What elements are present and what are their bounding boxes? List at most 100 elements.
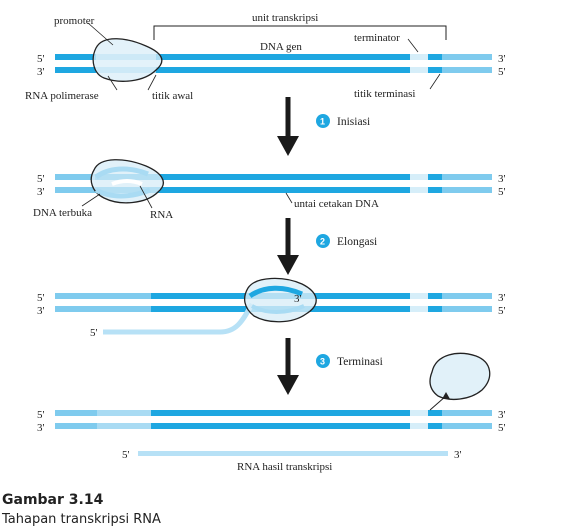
template-strand-label: untai cetakan DNA [294, 198, 379, 210]
step-badge [316, 114, 330, 128]
strand-end-label: 3' [498, 292, 506, 304]
strand-end-label: 5' [498, 186, 506, 198]
terminator-region [410, 423, 428, 429]
strand-end-label: 5' [498, 422, 506, 434]
terminator-region [410, 293, 428, 299]
strand-end-label: 3' [37, 305, 45, 317]
terminator-region [410, 410, 428, 416]
nascent-rna [111, 179, 143, 186]
open-dna-label: DNA terbuka [33, 207, 92, 219]
strand-end-label: 3' [37, 422, 45, 434]
dna-strand-bottom [55, 187, 492, 193]
panel-3: 5' 3' 3' 5' 3' 5' [37, 277, 506, 339]
strand-end-label: 5' [37, 409, 45, 421]
strand-end-label: 3' [498, 53, 506, 65]
rna-pointer [139, 185, 153, 209]
post-terminator-region [442, 306, 492, 312]
polymerase-pointer [107, 75, 118, 91]
process-arrow-head [277, 136, 299, 156]
rna-product-label: RNA hasil transkripsi [237, 461, 332, 473]
post-terminator-region [442, 67, 492, 73]
termination-point-pointer [429, 73, 441, 90]
rna-transcript [138, 451, 448, 456]
terminator-pointer [407, 38, 419, 53]
rna-polymerase [92, 38, 163, 82]
strand-end-label: 3' [37, 186, 45, 198]
open-dna-pointer [81, 193, 101, 207]
promoter-region [55, 306, 151, 312]
transcription-unit-label: unit transkripsi [252, 12, 318, 24]
dna-strand-top [55, 410, 492, 416]
promoter-label: promoter [54, 15, 95, 27]
terminator-region [410, 67, 428, 73]
rna-label: RNA [150, 209, 173, 221]
process-arrow-head [277, 375, 299, 395]
strand-end-label: 3' [37, 66, 45, 78]
step-label: Terminasi [337, 356, 383, 368]
rna-end-label: 5' [90, 327, 98, 339]
start-point-pointer [147, 74, 157, 91]
post-terminator-region [442, 187, 492, 193]
step-2: 2 Elongasi [277, 218, 377, 275]
rna-polymerase [243, 277, 317, 323]
released-rna-polymerase [429, 352, 491, 401]
strand-end-label: 5' [498, 305, 506, 317]
step-label: Elongasi [337, 236, 377, 248]
terminator-region [410, 174, 428, 180]
strand-end-label: 3' [498, 409, 506, 421]
start-point-label: titik awal [152, 90, 193, 102]
post-terminator-region [442, 293, 492, 299]
post-terminator-region [442, 54, 492, 60]
promoter-pointer [87, 22, 114, 46]
step-number: 1 [320, 117, 325, 127]
dna-strand-top [55, 174, 492, 180]
step-badge [316, 234, 330, 248]
step-1: 1 Inisiasi [277, 97, 370, 156]
promoter-region [55, 423, 97, 429]
promoter-region [55, 187, 95, 193]
open-dna-bubble [251, 304, 305, 314]
post-terminator-region [442, 410, 492, 416]
strand-end-label: 5' [37, 53, 45, 65]
step-badge [316, 354, 330, 368]
release-arrow-head [442, 392, 450, 399]
open-dna-bubble [248, 285, 304, 299]
terminator-region [410, 187, 428, 193]
termination-point-label: titik terminasi [354, 88, 415, 100]
step-number: 3 [320, 357, 325, 367]
rna-polymerase-label: RNA polimerase [25, 90, 99, 102]
caption-subtitle: Tahapan transkripsi RNA [1, 512, 161, 527]
promoter-region [55, 293, 151, 299]
dna-strand-top [55, 54, 492, 60]
rna-end-label: 3' [294, 293, 302, 305]
terminator-region [410, 306, 428, 312]
transcription-unit-bracket [153, 25, 447, 40]
dna-strand-bottom [55, 67, 492, 73]
strand-end-label: 5' [37, 173, 45, 185]
rna-end-label: 5' [122, 449, 130, 461]
panel-2: 5' 3' 3' 5' DNA terbuka RNA untai cetaka… [33, 159, 506, 221]
rna-end-label: 3' [454, 449, 462, 461]
step-label: Inisiasi [337, 116, 370, 128]
gene-region [97, 423, 151, 429]
promoter-region [55, 174, 95, 180]
open-dna-bubble [94, 166, 149, 180]
gene-dna-label: DNA gen [260, 41, 302, 53]
step-3: 3 Terminasi [277, 338, 383, 395]
post-terminator-region [442, 174, 492, 180]
dna-strand-bottom [55, 423, 492, 429]
strand-end-label: 3' [498, 173, 506, 185]
caption-title: Gambar 3.14 [2, 492, 104, 508]
process-arrow-head [277, 255, 299, 275]
gene-region [97, 410, 151, 416]
strand-end-label: 5' [37, 292, 45, 304]
terminator-label: terminator [354, 32, 400, 44]
promoter-region [55, 410, 97, 416]
figure-caption: Gambar 3.14 Tahapan transkripsi RNA [1, 492, 161, 527]
post-terminator-region [442, 423, 492, 429]
terminator-region [410, 54, 428, 60]
panel-4: 5' 3' 3' 5' 5' 3' RNA hasil transkripsi [37, 352, 506, 473]
template-strand-pointer [285, 192, 293, 204]
open-dna-bubble [94, 187, 151, 199]
